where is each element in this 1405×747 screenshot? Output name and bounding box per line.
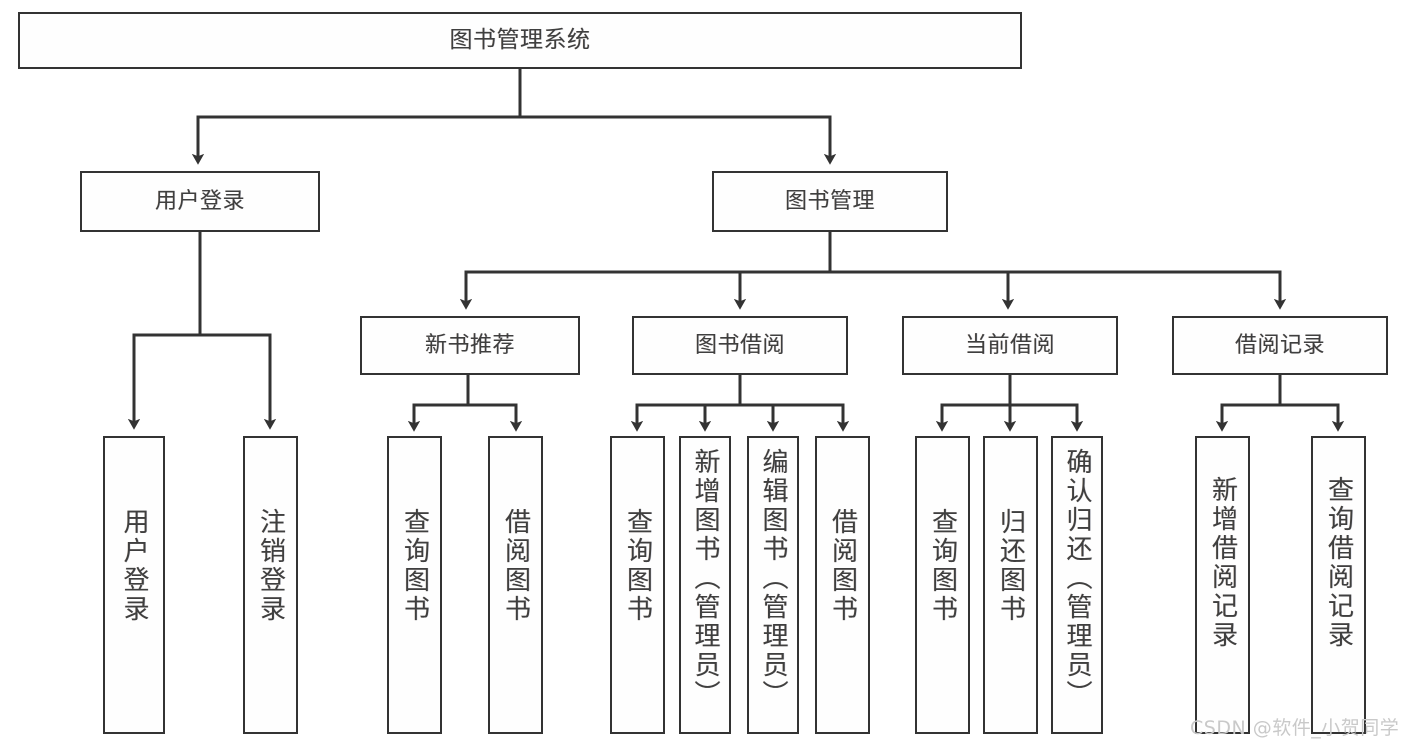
node-leaf-edit-book[interactable]: 编辑图书（管理员） bbox=[747, 436, 799, 734]
node-leaf-return-book[interactable]: 归还图书 bbox=[983, 436, 1038, 734]
node-leaf-borrow-book-2-label: 借阅图书 bbox=[827, 508, 858, 624]
node-leaf-query-book-3[interactable]: 查询图书 bbox=[915, 436, 970, 734]
node-leaf-user-login-label: 用户登录 bbox=[119, 508, 149, 624]
node-current-borrow[interactable]: 当前借阅 bbox=[902, 316, 1118, 375]
node-book-manage[interactable]: 图书管理 bbox=[712, 171, 948, 232]
node-leaf-confirm-return-label: 确认归还（管理员） bbox=[1062, 448, 1092, 709]
node-user-login[interactable]: 用户登录 bbox=[80, 171, 320, 232]
node-leaf-query-book-3-label: 查询图书 bbox=[927, 508, 958, 624]
node-root[interactable]: 图书管理系统 bbox=[18, 12, 1022, 69]
node-leaf-borrow-book-1-label: 借阅图书 bbox=[500, 508, 531, 624]
node-leaf-add-book-label: 新增图书（管理员） bbox=[690, 448, 720, 709]
node-leaf-add-book[interactable]: 新增图书（管理员） bbox=[679, 436, 731, 734]
node-leaf-borrow-book-2[interactable]: 借阅图书 bbox=[815, 436, 870, 734]
node-borrow-record[interactable]: 借阅记录 bbox=[1172, 316, 1388, 375]
node-leaf-user-login[interactable]: 用户登录 bbox=[103, 436, 165, 734]
node-leaf-borrow-book-1[interactable]: 借阅图书 bbox=[488, 436, 543, 734]
node-root-label: 图书管理系统 bbox=[449, 26, 591, 53]
node-leaf-return-book-label: 归还图书 bbox=[995, 508, 1026, 624]
node-leaf-add-record-label: 新增借阅记录 bbox=[1207, 476, 1238, 650]
node-current-borrow-label: 当前借阅 bbox=[964, 332, 1055, 358]
node-book-manage-label: 图书管理 bbox=[784, 188, 875, 214]
node-leaf-user-logout-label: 注销登录 bbox=[255, 508, 286, 624]
node-leaf-confirm-return[interactable]: 确认归还（管理员） bbox=[1051, 436, 1103, 734]
node-leaf-edit-book-label: 编辑图书（管理员） bbox=[758, 448, 788, 709]
node-book-borrow[interactable]: 图书借阅 bbox=[632, 316, 848, 375]
node-leaf-query-record-label: 查询借阅记录 bbox=[1323, 476, 1354, 650]
node-leaf-query-book-2[interactable]: 查询图书 bbox=[610, 436, 665, 734]
node-user-login-label: 用户登录 bbox=[154, 188, 245, 214]
node-leaf-query-record[interactable]: 查询借阅记录 bbox=[1311, 436, 1366, 734]
node-leaf-query-book-1-label: 查询图书 bbox=[399, 508, 430, 624]
node-leaf-query-book-1[interactable]: 查询图书 bbox=[387, 436, 442, 734]
csdn-watermark: CSDN @软件_小贺同学 bbox=[1190, 717, 1400, 739]
node-new-book-rec-label: 新书推荐 bbox=[424, 332, 515, 358]
node-leaf-add-record[interactable]: 新增借阅记录 bbox=[1195, 436, 1250, 734]
node-borrow-record-label: 借阅记录 bbox=[1234, 332, 1325, 358]
node-leaf-user-logout[interactable]: 注销登录 bbox=[243, 436, 298, 734]
node-book-borrow-label: 图书借阅 bbox=[694, 332, 785, 358]
node-leaf-query-book-2-label: 查询图书 bbox=[622, 508, 653, 624]
node-new-book-rec[interactable]: 新书推荐 bbox=[360, 316, 580, 375]
